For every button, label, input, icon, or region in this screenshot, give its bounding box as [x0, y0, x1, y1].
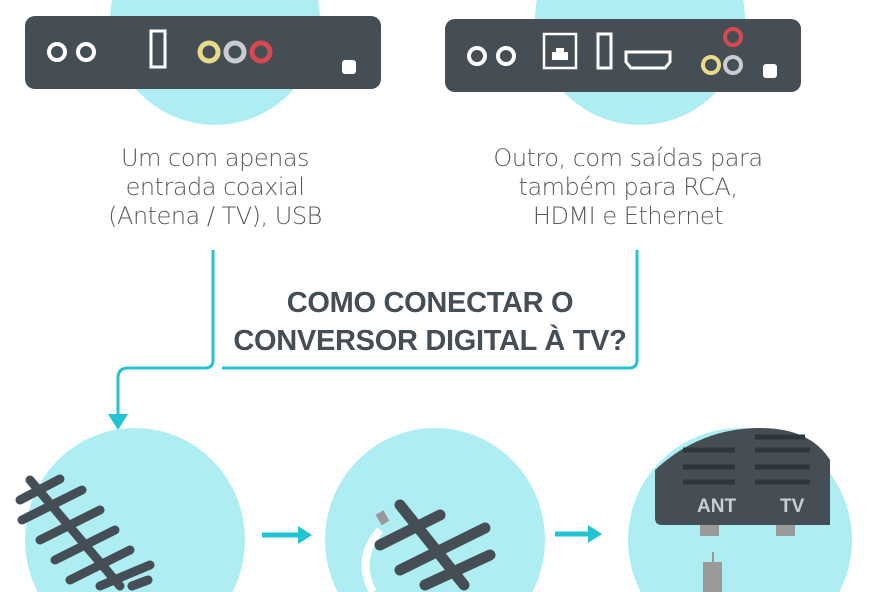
coax-plug-icon	[703, 562, 722, 592]
title-line: CONVERSOR DIGITAL À TV?	[233, 325, 627, 357]
device-2-caption: Outro, com saídas para também para RCA, …	[468, 144, 788, 231]
rca-white-icon	[723, 55, 743, 75]
ant-port	[700, 525, 719, 536]
usb-port-icon	[596, 32, 613, 70]
rca-yellow-icon	[701, 55, 721, 75]
rca-red-icon	[723, 27, 743, 47]
tv-port-label: TV	[780, 496, 805, 517]
flow-arrowhead-down	[108, 414, 128, 430]
coax-port-icon	[467, 46, 487, 66]
rca-white-icon	[223, 40, 247, 64]
device-1-caption: Um com apenas entrada coaxial (Antena / …	[65, 144, 365, 231]
flow-line-left	[116, 250, 215, 418]
antenna-icon	[15, 474, 155, 591]
antenna-cable-icon	[361, 499, 496, 592]
led-icon	[763, 64, 777, 78]
tv-port	[776, 525, 795, 536]
caption-line: entrada coaxial	[125, 173, 305, 201]
title-line: COMO CONECTAR O	[286, 287, 574, 319]
caption-line: Outro, com saídas para	[493, 144, 763, 172]
ethernet-port-icon	[542, 32, 578, 70]
tv-back-panel	[655, 428, 830, 592]
hdmi-port-icon	[624, 50, 672, 70]
caption-line: HDMI e Ethernet	[532, 202, 724, 230]
caption-line: (Antena / TV), USB	[108, 202, 322, 230]
step-2-circle	[325, 427, 545, 592]
converter-box-basic	[25, 16, 381, 89]
page-title: COMO CONECTAR O CONVERSOR DIGITAL À TV?	[180, 284, 680, 360]
caption-line: também para RCA,	[518, 173, 738, 201]
coax-port-icon	[47, 42, 67, 62]
arrow-right-icon	[555, 525, 602, 543]
arrow-right-icon	[262, 526, 312, 544]
caption-line: Um com apenas	[120, 144, 310, 172]
coax-port-icon	[76, 42, 96, 62]
rca-yellow-icon	[197, 40, 221, 64]
ant-port-label: ANT	[697, 496, 737, 517]
flow-line-right	[222, 250, 639, 370]
usb-port-icon	[149, 29, 167, 69]
converter-box-full	[445, 19, 801, 92]
coax-port-icon	[496, 46, 516, 66]
rca-red-icon	[249, 40, 273, 64]
led-icon	[342, 60, 356, 74]
